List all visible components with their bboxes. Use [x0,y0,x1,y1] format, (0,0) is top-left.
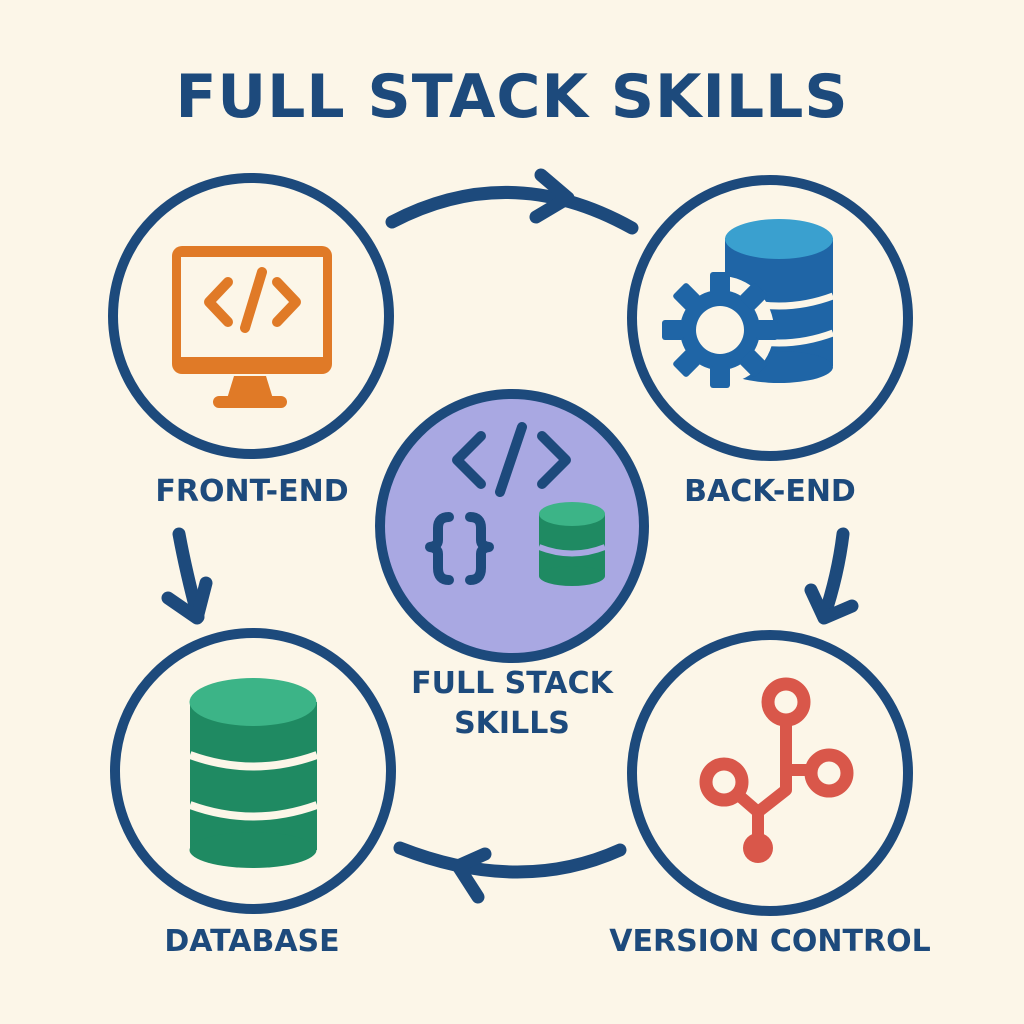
node-database [110,628,396,914]
node-center [375,389,649,663]
label-center-line2: SKILLS [454,706,570,741]
database-icon [188,678,319,868]
label-version-control: VERSION CONTROL [609,924,931,959]
arrow-frontend-to-backend [385,168,639,235]
node-version-control [627,630,913,916]
monitor-code-icon [172,246,332,408]
curly-braces-icon [425,512,494,585]
gear-database-icon [662,219,835,388]
label-back-end: BACK-END [684,474,856,509]
arrow-frontend-to-database [161,527,213,625]
git-branch-icon [699,677,854,863]
node-front-end [108,173,394,459]
code-tag-icon [452,422,571,497]
arrow-backend-to-version-control [804,527,859,625]
arrow-version-control-to-database [393,841,627,904]
label-center-line1: FULL STACK [411,666,613,701]
node-back-end [627,175,913,461]
label-database: DATABASE [164,924,340,959]
database-icon [537,502,607,586]
page-title: FULL STACK SKILLS [175,62,849,132]
label-front-end: FRONT-END [155,474,349,509]
